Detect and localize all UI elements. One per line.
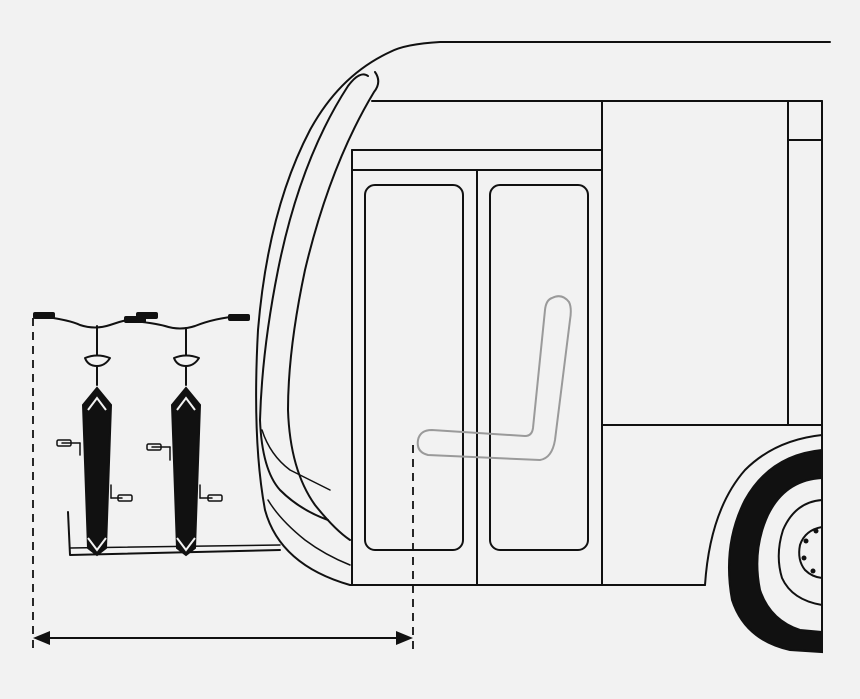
- bus-wheel: [728, 448, 823, 654]
- bus-body: [255, 41, 831, 654]
- bus-wheel-arch: [704, 434, 823, 586]
- bus-windshield-inner: [261, 429, 331, 491]
- bus-door-right: [489, 184, 589, 551]
- bus-headlight-line: [267, 499, 351, 566]
- bus-front-curve: [287, 71, 380, 541]
- bus-door-header: [351, 149, 603, 171]
- bus-door-left: [364, 184, 464, 551]
- bus-roof: [255, 41, 831, 586]
- bike-1: [33, 312, 151, 557]
- bus-windshield: [259, 73, 369, 521]
- bike-2: [124, 312, 250, 557]
- seat-outline: [416, 295, 572, 461]
- dimension-arrow: [33, 631, 413, 645]
